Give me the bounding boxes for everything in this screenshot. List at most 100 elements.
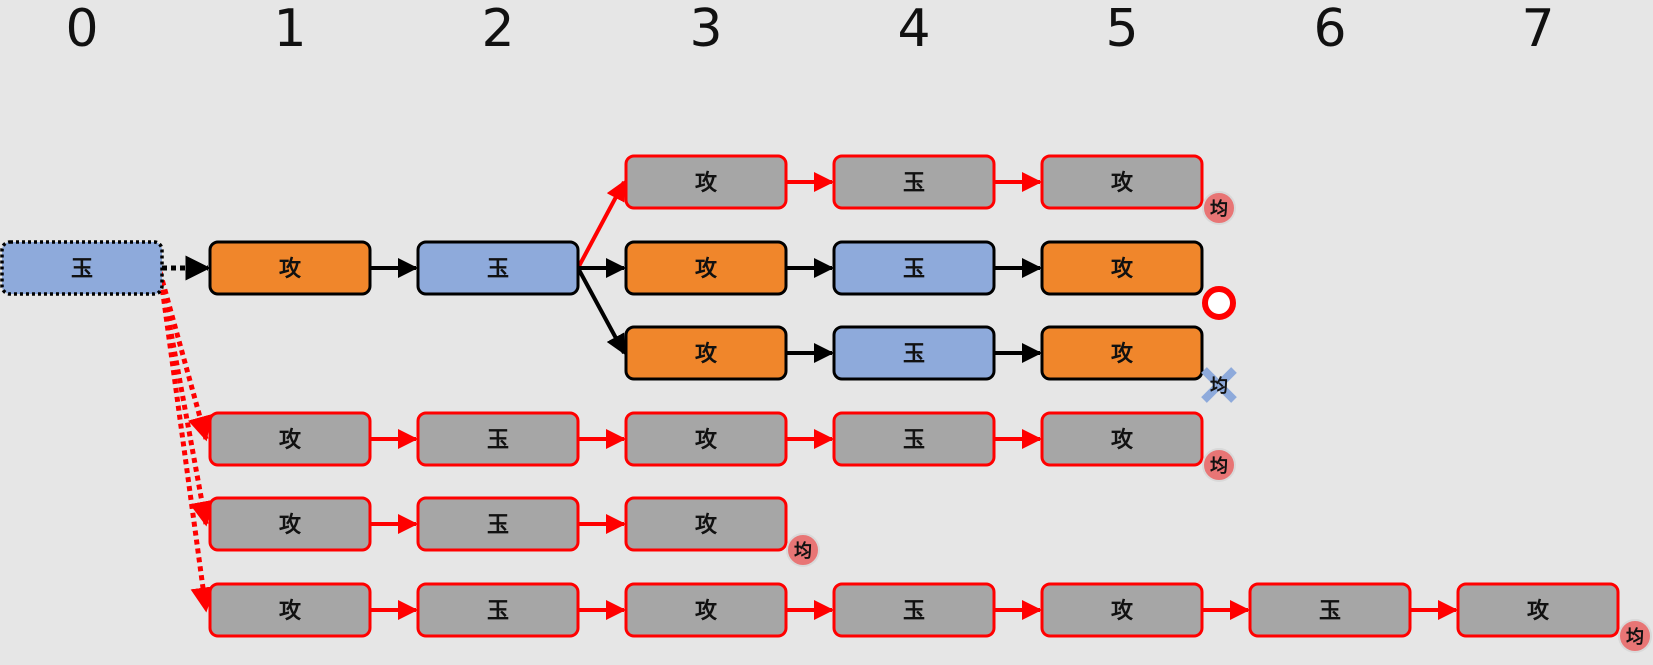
node-b4: 玉 — [832, 240, 996, 296]
node-label: 攻 — [279, 512, 302, 538]
draw-badge-label: 均 — [1210, 198, 1228, 220]
node-d4: 玉 — [832, 411, 996, 467]
node-label: 攻 — [695, 256, 718, 282]
node-c5: 攻 — [1040, 325, 1204, 381]
edge-n0-to-e1 — [157, 271, 215, 527]
node-label: 攻 — [695, 341, 718, 367]
node-box — [624, 240, 788, 296]
node-box — [416, 582, 580, 638]
node-label: 攻 — [695, 170, 718, 196]
node-n0: 玉 — [0, 240, 164, 296]
node-label: 攻 — [695, 512, 718, 538]
node-b3: 攻 — [624, 240, 788, 296]
draw-badge-circle — [786, 533, 820, 567]
node-box — [1248, 582, 1412, 638]
column-header-0: 0 — [65, 0, 98, 59]
node-f1: 攻 — [208, 582, 372, 638]
node-label: 攻 — [1111, 598, 1134, 624]
node-box — [0, 240, 164, 296]
node-label: 攻 — [1527, 598, 1550, 624]
node-a4: 玉 — [832, 154, 996, 210]
draw-badge-circle — [1618, 619, 1652, 653]
edge-n2-to-c3 — [576, 267, 626, 355]
node-box — [1040, 325, 1204, 381]
node-label: 玉 — [903, 599, 925, 624]
node-box — [208, 496, 372, 552]
column-header-6: 6 — [1313, 0, 1346, 59]
node-label: 攻 — [279, 427, 302, 453]
node-f7: 攻 — [1456, 582, 1620, 638]
node-n1: 攻 — [208, 240, 372, 296]
node-e2: 玉 — [416, 496, 580, 552]
win-circle-icon — [1202, 286, 1236, 320]
node-label: 玉 — [487, 513, 509, 538]
node-label: 攻 — [1111, 170, 1134, 196]
node-f4: 玉 — [832, 582, 996, 638]
node-box — [624, 582, 788, 638]
node-label: 玉 — [71, 257, 93, 282]
column-header-5: 5 — [1105, 0, 1138, 59]
draw-badge-d5: 均 — [1202, 448, 1236, 482]
node-label: 玉 — [903, 342, 925, 367]
node-box — [208, 240, 372, 296]
node-box — [1040, 240, 1204, 296]
node-box — [624, 325, 788, 381]
node-label: 攻 — [1111, 341, 1134, 367]
node-box — [832, 325, 996, 381]
node-a5: 攻 — [1040, 154, 1204, 210]
draw-badge-circle — [1202, 191, 1236, 225]
column-header-3: 3 — [689, 0, 722, 59]
node-box — [416, 496, 580, 552]
edges — [157, 172, 1458, 620]
nodes: 玉攻玉攻玉攻攻玉攻攻玉攻攻玉攻玉攻攻玉攻攻玉攻玉攻玉攻 — [0, 154, 1620, 638]
node-label: 攻 — [1111, 256, 1134, 282]
node-box — [1040, 154, 1204, 210]
node-f6: 玉 — [1248, 582, 1412, 638]
column-header-2: 2 — [481, 0, 514, 59]
node-box — [1040, 411, 1204, 467]
node-label: 攻 — [1111, 427, 1134, 453]
node-d5: 攻 — [1040, 411, 1204, 467]
node-box — [416, 240, 580, 296]
node-box — [624, 496, 788, 552]
node-box — [832, 154, 996, 210]
node-c3: 攻 — [624, 325, 788, 381]
node-box — [832, 582, 996, 638]
node-box — [832, 411, 996, 467]
cross-icon — [1201, 367, 1237, 403]
column-header-1: 1 — [273, 0, 306, 59]
node-box — [624, 411, 788, 467]
draw-badge-f7: 均 — [1618, 619, 1652, 653]
cross-badge-label: 均 — [1210, 375, 1228, 397]
node-d2: 玉 — [416, 411, 580, 467]
edge-n0-to-f1 — [157, 271, 216, 613]
node-label: 攻 — [279, 256, 302, 282]
node-e1: 攻 — [208, 496, 372, 552]
draw-badge-a5: 均 — [1202, 191, 1236, 225]
node-d1: 攻 — [208, 411, 372, 467]
draw-badge-circle — [1202, 448, 1236, 482]
edge-n2-to-a3 — [576, 180, 626, 269]
node-f3: 攻 — [624, 582, 788, 638]
node-label: 玉 — [903, 257, 925, 282]
node-n2: 玉 — [416, 240, 580, 296]
node-box — [208, 582, 372, 638]
node-f5: 攻 — [1040, 582, 1204, 638]
node-d3: 攻 — [624, 411, 788, 467]
node-a3: 攻 — [624, 154, 788, 210]
draw-badge-label: 均 — [794, 540, 812, 562]
draw-badge-label: 均 — [1626, 626, 1644, 648]
node-label: 攻 — [695, 598, 718, 624]
node-label: 玉 — [487, 428, 509, 453]
node-label: 攻 — [279, 598, 302, 624]
node-label: 玉 — [1319, 599, 1341, 624]
node-box — [1456, 582, 1620, 638]
node-b5: 攻 — [1040, 240, 1204, 296]
node-label: 玉 — [903, 171, 925, 196]
column-header-7: 7 — [1521, 0, 1554, 59]
draw-badge-e3: 均 — [786, 533, 820, 567]
